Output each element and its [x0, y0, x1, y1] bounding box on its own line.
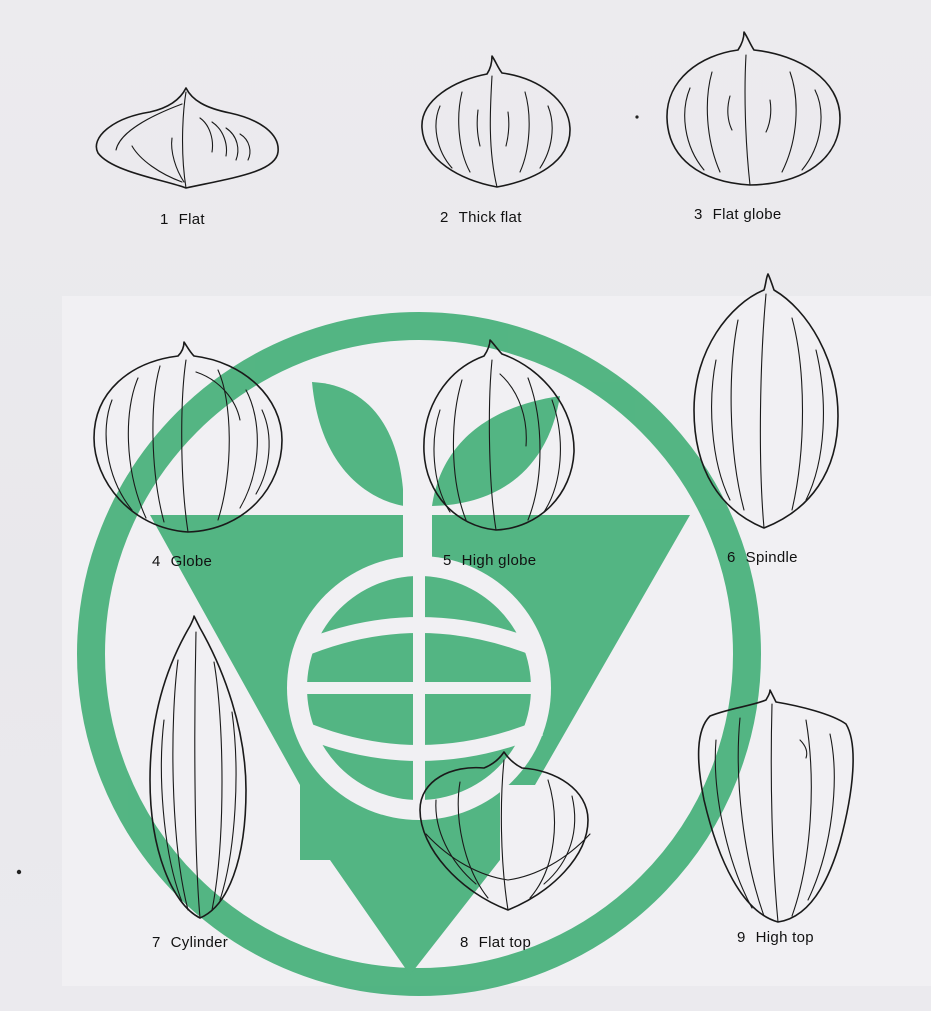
shape-thick-flat — [422, 56, 570, 187]
scan-dot — [635, 115, 638, 118]
shape-flat — [96, 88, 278, 188]
label-thick-flat: 2Thick flat — [440, 209, 522, 226]
label-flat-globe: 3Flat globe — [694, 206, 782, 223]
watermark-globe-axis — [413, 570, 425, 806]
label-flat: 1Flat — [160, 211, 205, 228]
shape-flat-globe — [667, 32, 840, 185]
scan-dot — [17, 870, 21, 874]
